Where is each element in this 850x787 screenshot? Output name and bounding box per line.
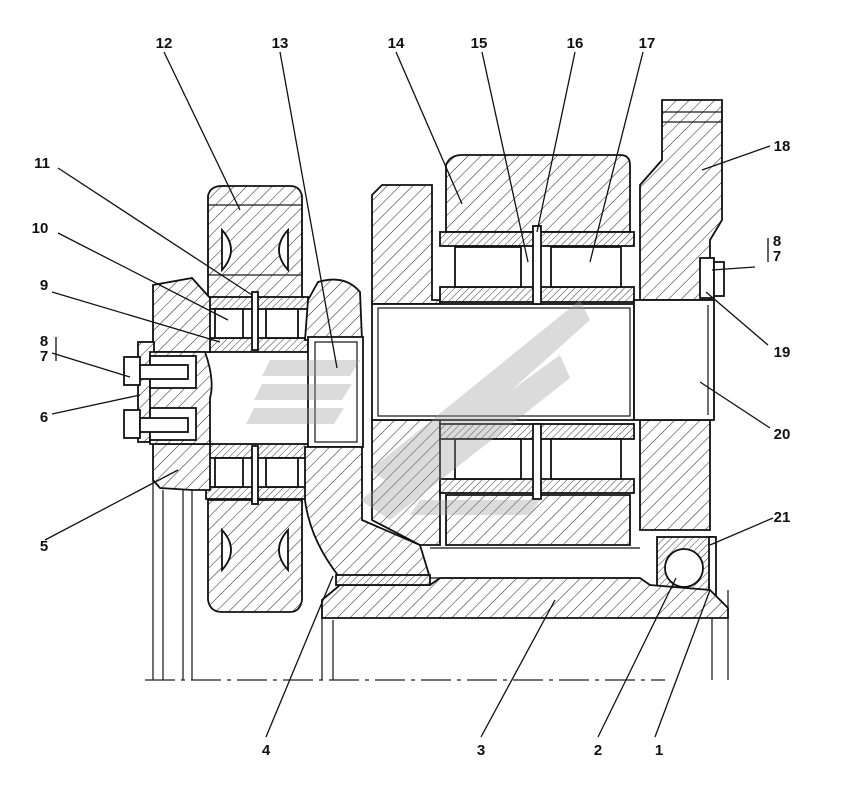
callout-16: 16 (567, 35, 584, 52)
callout-17: 17 (639, 35, 656, 52)
callout-2: 2 (594, 742, 602, 759)
callout-20: 20 (774, 426, 791, 443)
leader-lines (44, 51, 774, 738)
callout-15: 15 (471, 35, 488, 52)
callout-8-left: 8 (40, 333, 48, 350)
callout-10: 10 (32, 220, 49, 237)
callout-7-left: 7 (40, 348, 48, 365)
callout-14: 14 (388, 35, 405, 52)
watermark-logo (246, 300, 590, 520)
callout-8-right: 8 (773, 233, 781, 250)
callout-12: 12 (156, 35, 173, 52)
section-geometry (123, 99, 729, 681)
callout-4: 4 (262, 742, 271, 759)
callout-18: 18 (774, 138, 791, 155)
callout-7-right: 7 (773, 248, 781, 265)
callout-1: 1 (655, 742, 663, 759)
callout-9: 9 (40, 277, 48, 294)
callout-19: 19 (774, 344, 791, 361)
callout-labels: 1 2 3 4 5 6 9 10 11 12 13 14 15 16 17 18… (32, 35, 791, 759)
callout-21: 21 (774, 509, 791, 526)
callout-5: 5 (40, 538, 48, 555)
callout-3: 3 (477, 742, 485, 759)
callout-6: 6 (40, 409, 48, 426)
callout-13: 13 (272, 35, 289, 52)
callout-11: 11 (34, 155, 50, 172)
